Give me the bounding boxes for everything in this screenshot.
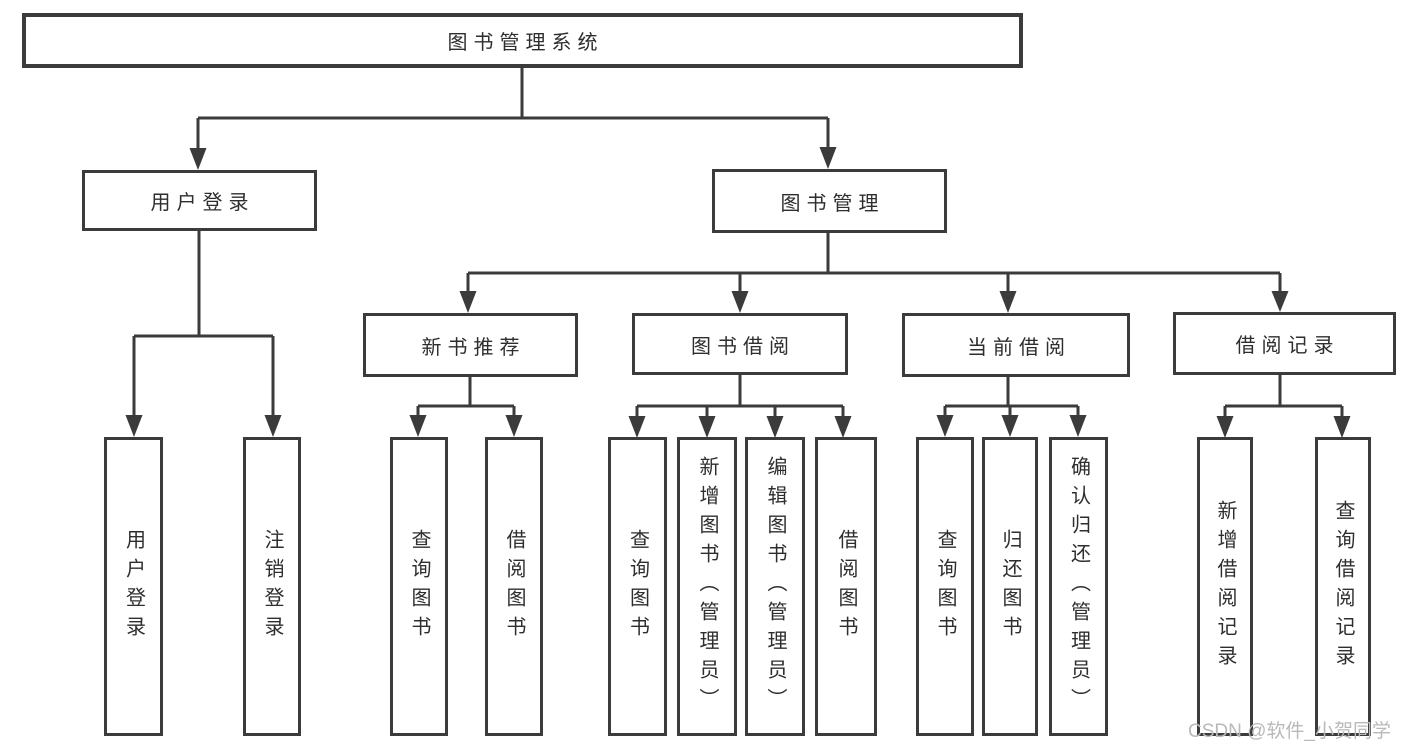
- connector-user-login-branch: [132, 231, 275, 417]
- arrowheads-new-book-branch: [409, 415, 523, 437]
- leaf-label: 编辑图书（管理员）: [764, 456, 786, 717]
- leaf-edit-book-admin: 编辑图书（管理员）: [745, 437, 805, 736]
- connector-borrow-records-branch: [1223, 375, 1344, 417]
- connector-book-mgmt-branch: [466, 233, 1282, 293]
- arrowheads-borrow-records-branch: [1216, 416, 1351, 438]
- leaf-label: 归还图书: [999, 528, 1021, 645]
- leaf-label: 借阅图书: [835, 528, 857, 645]
- arrowheads-level2: [189, 147, 837, 170]
- leaf-label: 新增借阅记录: [1214, 499, 1236, 674]
- node-label: 借阅记录: [1235, 335, 1340, 357]
- node-current-borrowing: 当前借阅: [902, 313, 1130, 377]
- leaf-label: 查询图书: [934, 528, 956, 645]
- leaf-query-books-current: 查询图书: [916, 437, 974, 736]
- arrowheads-book-borrow-branch: [628, 416, 852, 438]
- leaf-label: 查询图书: [626, 528, 649, 645]
- leaf-label: 新增图书（管理员）: [696, 456, 718, 717]
- arrowheads-user-login-branch: [125, 415, 282, 437]
- leaf-add-book-admin: 新增图书（管理员）: [677, 437, 737, 736]
- leaf-label: 借阅图书: [503, 528, 525, 645]
- node-label: 图书管理: [780, 192, 885, 215]
- connector-current-borrow-branch: [943, 377, 1080, 417]
- arrowheads-level3: [459, 291, 1289, 313]
- leaf-add-borrow-record: 新增借阅记录: [1197, 437, 1253, 736]
- node-label: 用户登录: [150, 192, 255, 214]
- node-new-book-recommend: 新书推荐: [363, 313, 578, 377]
- leaf-label: 查询借阅记录: [1332, 499, 1354, 674]
- node-user-login: 用户登录: [82, 170, 317, 231]
- connector-root-to-level2: [196, 68, 830, 150]
- node-library-management-system: 图书管理系统: [22, 13, 1023, 68]
- arrowheads-current-borrow-branch: [936, 415, 1087, 437]
- leaf-query-borrow-record: 查询借阅记录: [1315, 437, 1371, 736]
- node-label: 新书推荐: [421, 336, 526, 359]
- leaf-label: 用户登录: [122, 528, 145, 645]
- connector-book-borrow-branch: [635, 375, 845, 417]
- leaf-logout: 注销登录: [243, 437, 301, 736]
- node-label: 图书借阅: [691, 335, 795, 358]
- leaf-return-book: 归还图书: [982, 437, 1038, 736]
- csdn-watermark: CSDN @软件_小贺同学: [1188, 721, 1391, 742]
- leaf-label: 确认归还（管理员）: [1067, 456, 1090, 717]
- leaf-borrow-books-recommend: 借阅图书: [485, 437, 543, 736]
- node-borrowing-records: 借阅记录: [1173, 312, 1396, 375]
- node-book-borrowing: 图书借阅: [632, 313, 848, 375]
- leaf-borrow-books-borrowing: 借阅图书: [815, 437, 877, 736]
- leaf-user-login: 用户登录: [104, 437, 163, 736]
- leaf-query-books-borrowing: 查询图书: [608, 437, 667, 736]
- leaf-label: 查询图书: [408, 528, 430, 645]
- node-book-management: 图书管理: [712, 169, 947, 233]
- leaf-query-books-recommend: 查询图书: [390, 437, 448, 736]
- leaf-label: 注销登录: [261, 528, 283, 645]
- connector-new-book-branch: [416, 377, 516, 417]
- node-label: 图书管理系统: [447, 32, 604, 54]
- node-label: 当前借阅: [967, 336, 1071, 359]
- leaf-confirm-return-admin: 确认归还（管理员）: [1049, 437, 1108, 736]
